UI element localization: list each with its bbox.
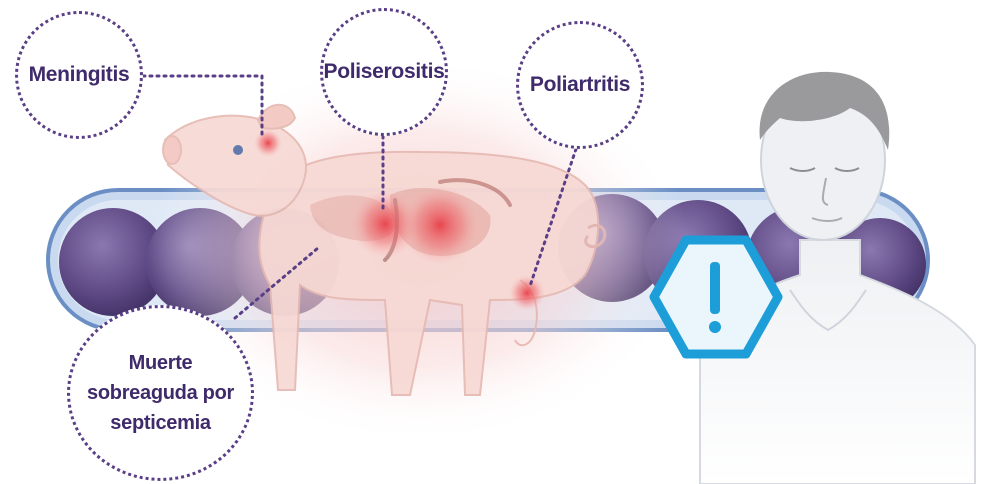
meningitis-spot (254, 129, 282, 157)
poliserositis-label: Poliserositis (320, 8, 448, 136)
hexagon-exclamation-icon (654, 240, 778, 354)
meningitis-text: Meningitis (29, 63, 130, 87)
muerte-sobreaguda-text: Muerte sobreaguda por septicemia (84, 348, 237, 438)
poliserositis-text: Poliserositis (324, 60, 445, 84)
muerte-sobreaguda-label: Muerte sobreaguda por septicemia (67, 305, 254, 481)
meningitis-label: Meningitis (15, 11, 143, 139)
poliartritis-text: Poliartritis (530, 73, 630, 97)
arthritis-spot (509, 275, 545, 311)
poliartritis-label: Poliartritis (516, 21, 644, 149)
serositis-spot-right (400, 185, 480, 265)
pig-eye (233, 145, 243, 155)
